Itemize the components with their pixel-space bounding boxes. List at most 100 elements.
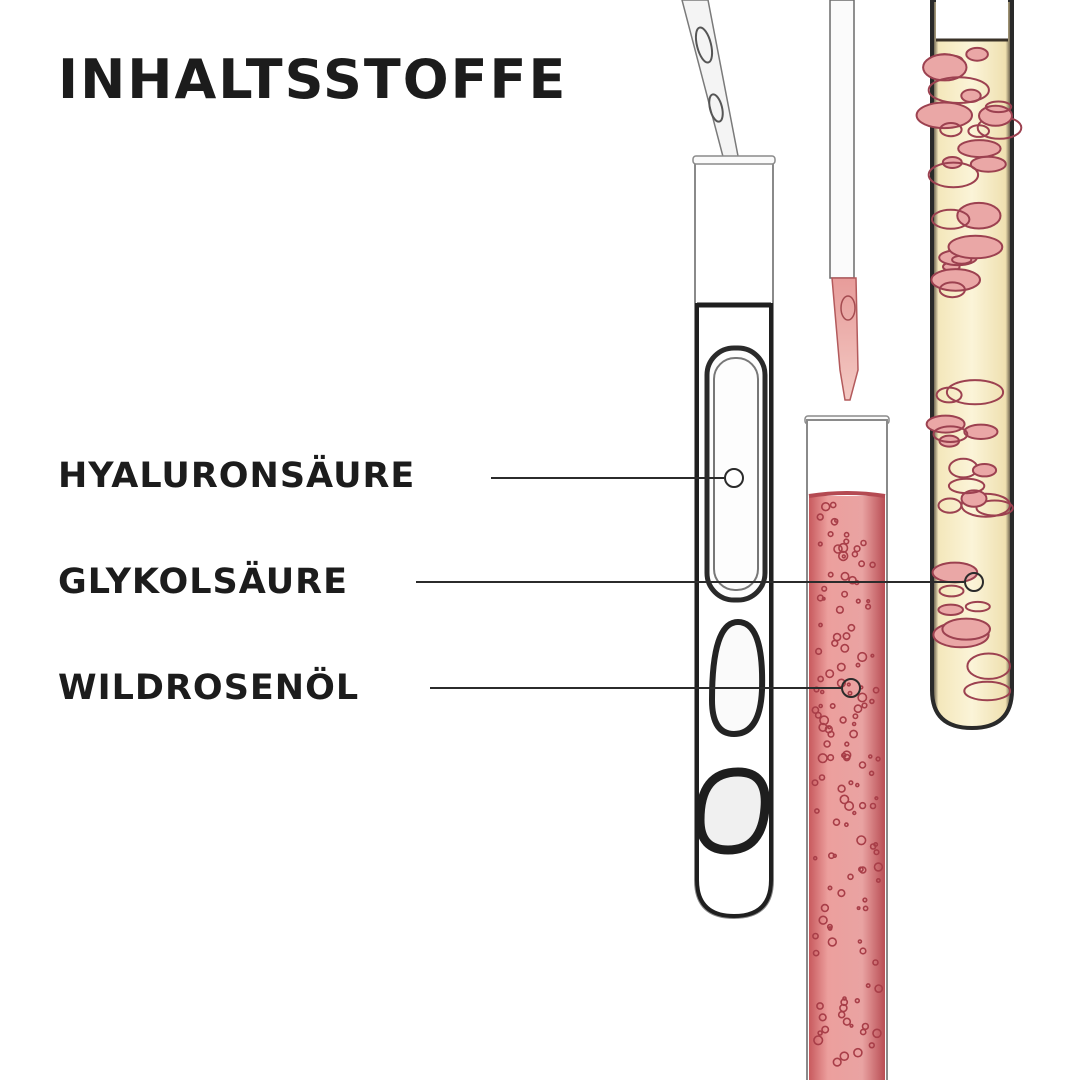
oil-droplet	[947, 477, 986, 495]
oil-droplet	[937, 497, 963, 514]
bubble	[858, 866, 867, 874]
bubble	[816, 513, 824, 521]
bubble	[847, 873, 854, 881]
bubble	[855, 662, 861, 668]
bubble	[859, 1028, 867, 1036]
bubble	[842, 1017, 852, 1026]
bubble	[861, 702, 868, 709]
oil-droplet	[938, 584, 965, 598]
oil-droplet	[964, 600, 991, 613]
bubble	[846, 682, 851, 687]
bubble	[874, 984, 884, 993]
oil-droplet	[939, 122, 963, 138]
bubble	[869, 698, 875, 705]
bubble	[853, 545, 861, 553]
oil-droplet	[957, 139, 1002, 159]
ingredient-label-rosehip: WILDROSENÖL	[58, 668, 360, 708]
bubble	[812, 855, 818, 861]
bubble	[826, 923, 833, 930]
bubble	[873, 841, 879, 847]
bubble	[837, 1010, 846, 1019]
bubble	[858, 560, 866, 568]
bubble	[814, 647, 823, 656]
bubble	[856, 906, 861, 911]
bubble	[854, 997, 860, 1004]
page-title: INHALTSSTOFFE	[58, 48, 568, 111]
bubble	[827, 530, 834, 538]
bubble	[825, 669, 835, 679]
bubble	[827, 730, 835, 738]
bubble	[842, 996, 847, 1001]
oil-droplet	[966, 652, 1012, 680]
bubble	[827, 885, 833, 891]
bubble	[818, 622, 823, 628]
oil-droplet	[956, 201, 1002, 230]
tube-rosehip	[915, 0, 1023, 731]
bubble	[858, 801, 867, 810]
bubble	[827, 725, 832, 730]
bubble	[817, 753, 828, 764]
bubble	[841, 554, 846, 559]
bubble	[840, 643, 850, 653]
bubble	[820, 903, 830, 913]
bubble	[858, 866, 864, 873]
bubble	[859, 947, 867, 955]
bubble	[843, 531, 850, 538]
bubble	[839, 1051, 850, 1061]
oil-droplet	[978, 104, 1013, 127]
bubble	[847, 690, 853, 696]
bubble	[816, 1002, 824, 1010]
bubble	[851, 550, 859, 558]
ingredient-label-hyaluronic: HYALURONSÄURE	[58, 456, 416, 496]
tube-glycolic	[804, 415, 890, 1080]
oil-droplet	[932, 425, 969, 444]
bubble	[873, 862, 884, 872]
bubble	[835, 605, 845, 614]
oil-droplet	[941, 617, 992, 641]
oil-droplet	[927, 76, 990, 104]
bubble	[826, 753, 835, 762]
bubble	[817, 541, 823, 547]
bubble	[841, 590, 849, 598]
bubble	[853, 1047, 863, 1058]
bubble	[842, 753, 851, 762]
bubble	[844, 822, 849, 828]
bubble	[849, 729, 858, 739]
bubble	[860, 539, 867, 547]
bubble	[857, 939, 863, 944]
bubble	[870, 653, 875, 658]
bubble	[821, 1025, 830, 1034]
oil-droplet	[963, 680, 1012, 702]
bubble	[823, 740, 831, 748]
bubble	[853, 704, 863, 714]
bubble	[868, 1042, 875, 1049]
bubble	[842, 632, 851, 641]
oil-droplet	[965, 46, 989, 62]
oil-droplet	[960, 489, 988, 508]
oil-droplet	[930, 268, 982, 292]
oil-droplet	[927, 161, 980, 189]
bubble	[874, 796, 879, 801]
bubble	[856, 835, 867, 846]
bubble	[875, 877, 881, 883]
bubble	[814, 711, 822, 719]
bubble	[864, 603, 872, 610]
bubble	[848, 780, 854, 786]
bubble	[812, 932, 819, 940]
bubble	[837, 784, 846, 793]
oil-droplet	[937, 603, 965, 616]
bubble	[862, 905, 869, 912]
bubble	[872, 1028, 882, 1039]
bubble	[865, 983, 871, 989]
oil-droplet	[967, 124, 991, 138]
bubble	[854, 782, 860, 788]
bubble	[852, 810, 857, 816]
bubble	[857, 651, 868, 663]
bubble	[819, 689, 825, 695]
bubble	[840, 571, 850, 581]
bubble	[818, 1013, 827, 1022]
bubble	[827, 937, 837, 947]
callout-glycolic	[416, 572, 984, 592]
bubble	[868, 770, 875, 777]
bubble	[855, 598, 861, 604]
